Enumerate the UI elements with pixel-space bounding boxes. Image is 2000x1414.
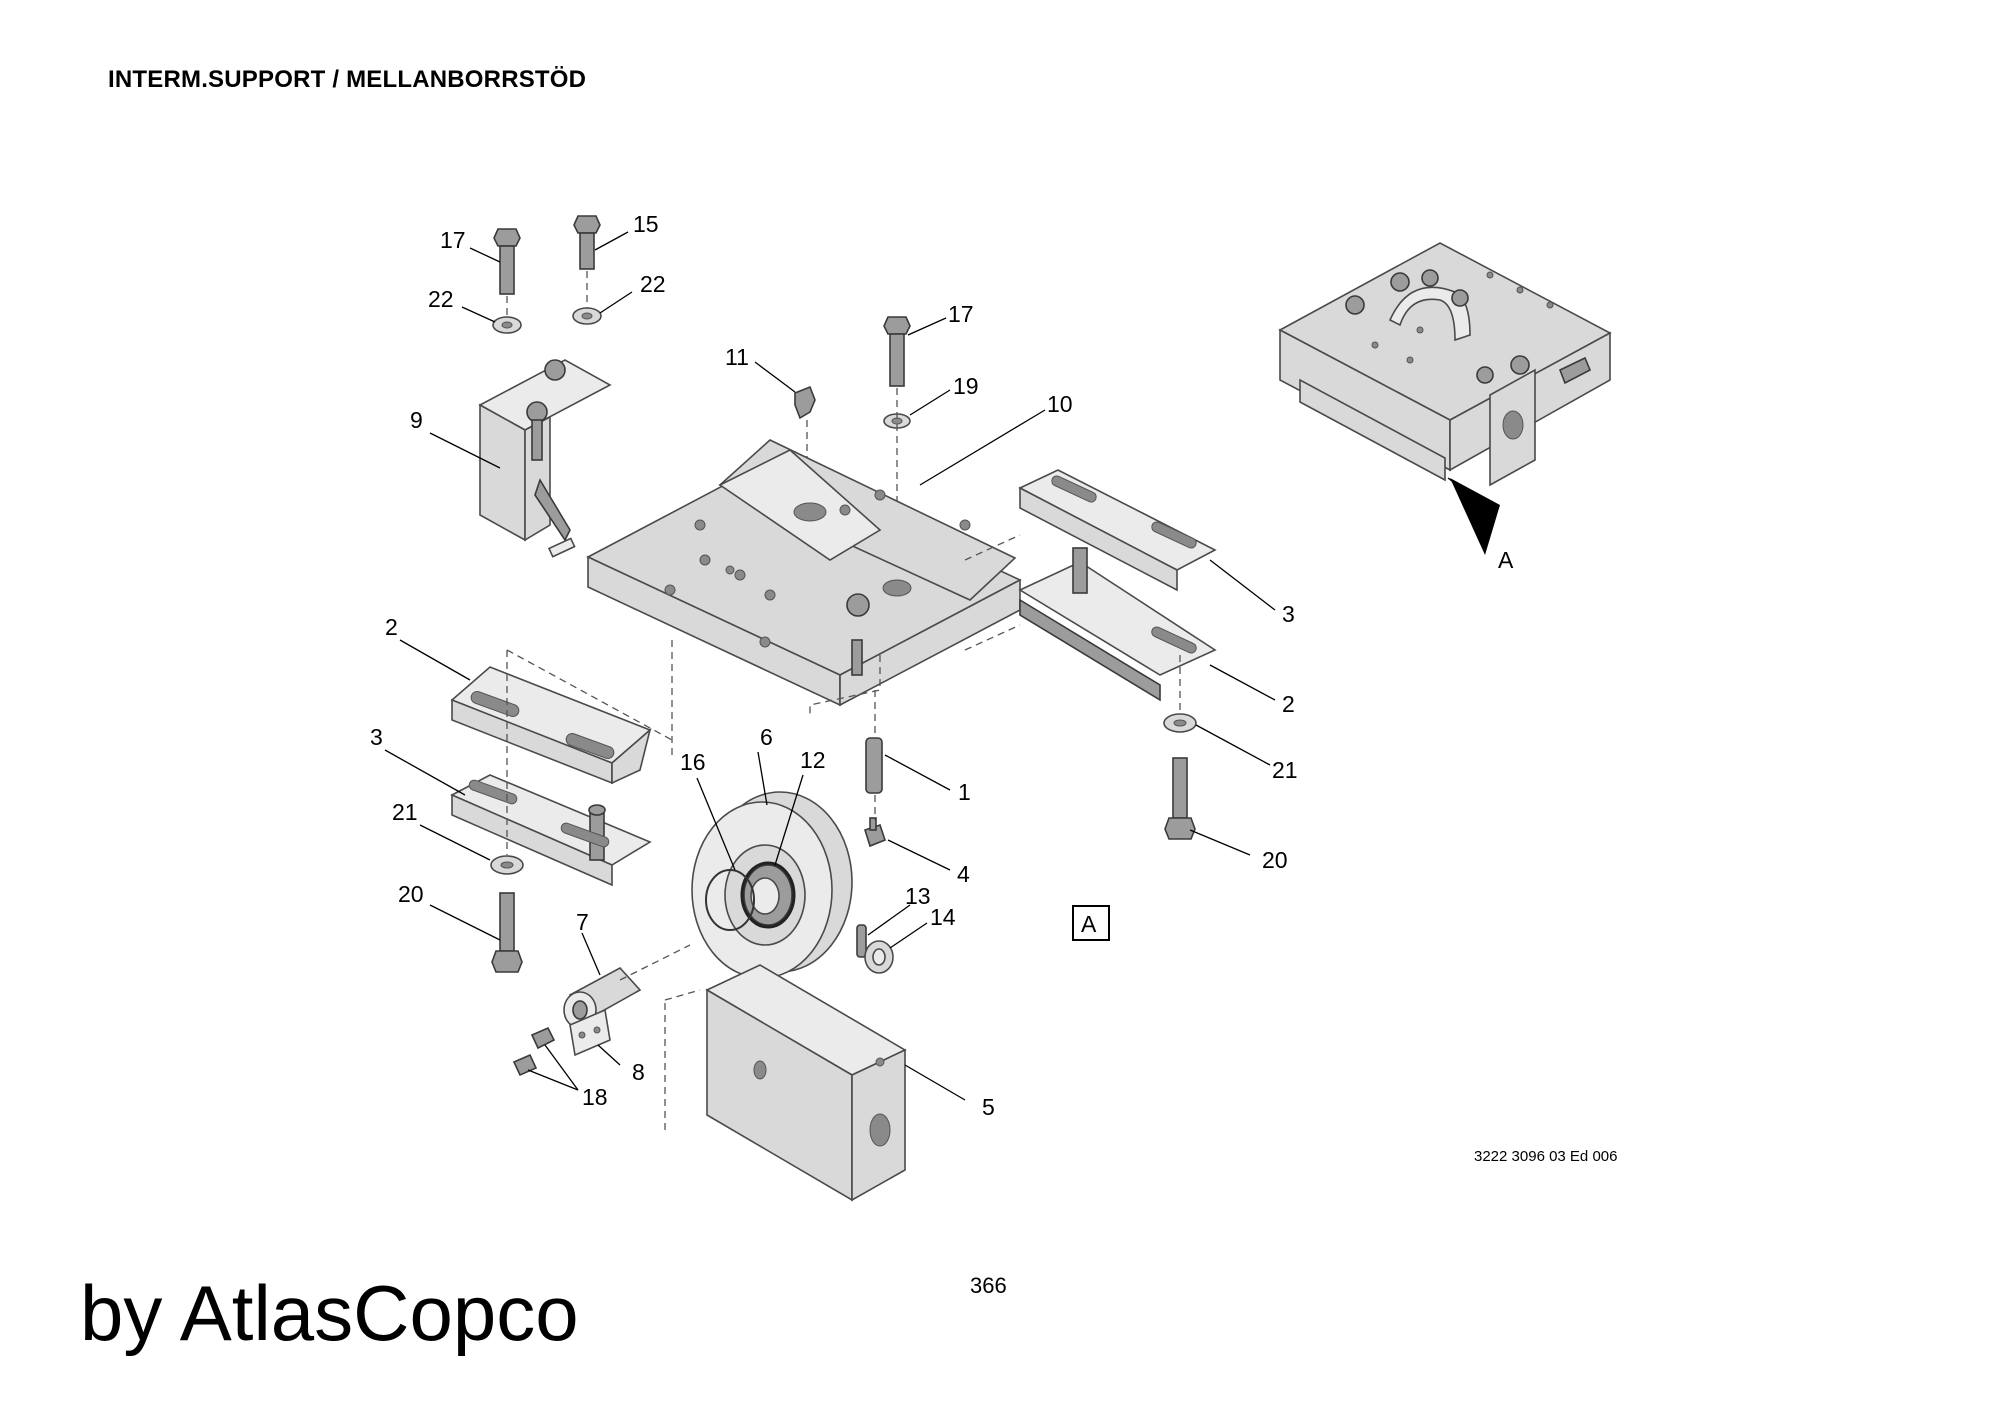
bolt-20-left [491, 892, 523, 973]
callout-8: 8 [632, 1059, 645, 1085]
callout-21-left: 21 [392, 799, 418, 825]
grease-fitting-11 [794, 385, 816, 420]
callout-9: 9 [410, 407, 423, 433]
washer-14 [864, 940, 894, 974]
bolts-18 [512, 1026, 556, 1077]
circlip-16 [705, 869, 755, 931]
slide-plate-2-right [1018, 547, 1217, 702]
callout-3-right: 3 [1282, 601, 1295, 627]
bolt-15 [573, 215, 601, 270]
view-label-box [1072, 905, 1110, 941]
callout-leaders [384, 231, 1276, 1101]
callout-4: 4 [957, 861, 970, 887]
callout-2-left: 2 [385, 614, 398, 640]
callout-labels: 17 15 22 22 17 11 19 10 9 3 2 2 21 20 3 … [370, 211, 1514, 1120]
plate-8 [569, 1008, 611, 1057]
callout-10: 10 [1047, 391, 1073, 417]
callout-5: 5 [982, 1094, 995, 1120]
callout-1: 1 [958, 779, 971, 805]
callout-21-right: 21 [1272, 757, 1298, 783]
page-number: 366 [970, 1273, 1007, 1298]
bolt-17-left [493, 228, 521, 295]
callout-16: 16 [680, 749, 706, 775]
view-label-a: A [1081, 911, 1097, 937]
callout-20-right: 20 [1262, 847, 1288, 873]
document-code: 3222 3096 03 Ed 006 [1474, 1148, 1618, 1165]
washer-22-right [572, 307, 602, 325]
page-title: INTERM.SUPPORT / MELLANBORRSTÖD [108, 66, 587, 93]
callout-18: 18 [582, 1084, 608, 1110]
slide-plate-2-left [450, 666, 652, 785]
slide-plate-3-right [1018, 469, 1217, 592]
washer-21-left [490, 855, 524, 875]
callout-14: 14 [930, 904, 956, 930]
callout-19: 19 [953, 373, 979, 399]
callout-13: 13 [905, 883, 931, 909]
pin-1 [865, 737, 883, 794]
callout-2-right: 2 [1282, 691, 1295, 717]
callout-12: 12 [800, 747, 826, 773]
callout-15: 15 [633, 211, 659, 237]
bracket-9 [478, 359, 612, 558]
callout-22-left: 22 [428, 286, 454, 312]
main-plate-10 [586, 439, 1022, 707]
callout-22-right: 22 [640, 271, 666, 297]
pin-13 [856, 924, 867, 958]
callout-11: 11 [725, 344, 749, 370]
washer-22-left [492, 316, 522, 334]
washer-21-right [1163, 713, 1197, 733]
part-4 [864, 817, 886, 848]
bolt-17-middle [883, 316, 911, 387]
arrow-label-a: A [1498, 547, 1514, 573]
callout-17-middle: 17 [948, 301, 974, 327]
brand-watermark: by AtlasCopco [80, 1269, 579, 1357]
sheave-wheel-6 [691, 791, 853, 979]
slide-plate-3-left [450, 774, 652, 887]
view-direction-arrow [1450, 478, 1500, 555]
callout-3-left: 3 [370, 724, 383, 750]
bolt-20-right [1164, 757, 1196, 840]
bearing-12 [740, 861, 796, 929]
housing-5 [705, 964, 907, 1202]
callout-6: 6 [760, 724, 773, 750]
assembled-view-illustration [1278, 242, 1612, 487]
callout-17-left: 17 [440, 227, 466, 253]
callout-20-left: 20 [398, 881, 424, 907]
callout-7: 7 [576, 909, 589, 935]
